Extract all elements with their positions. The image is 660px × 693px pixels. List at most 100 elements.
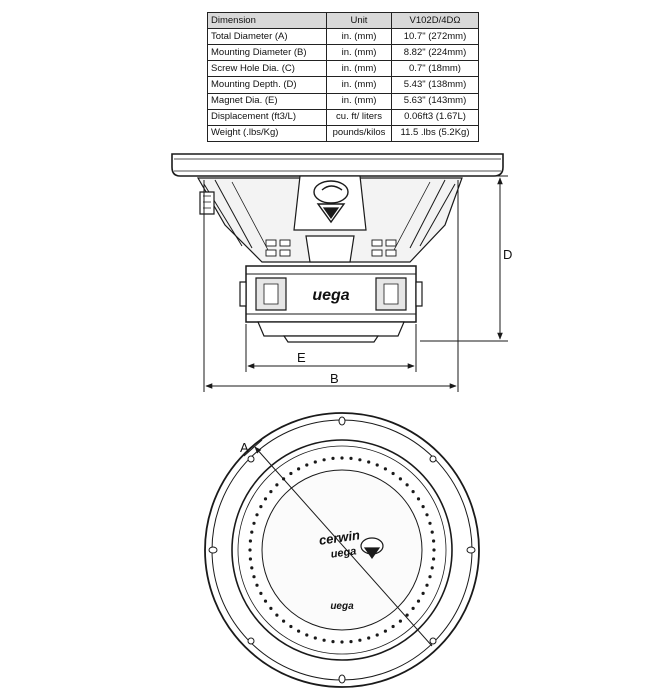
ring-dot	[269, 490, 273, 494]
ring-dot	[391, 471, 395, 476]
spec-row: Mounting Depth. (D) in. (mm) 5.43" (138m…	[207, 76, 479, 94]
ring-dot	[259, 505, 263, 509]
side-vents	[265, 239, 397, 257]
v-badge-icon	[360, 537, 384, 560]
ring-dot	[255, 583, 259, 587]
ring-dot	[263, 497, 268, 501]
top-view	[204, 412, 480, 688]
ring-dot	[305, 633, 309, 637]
ring-dot	[248, 539, 252, 543]
spec-value: 11.5 .lbs (5.2Kg)	[391, 124, 479, 143]
dimension-a-line	[254, 446, 433, 647]
ring-dot	[297, 629, 301, 633]
ring-dot	[398, 477, 402, 481]
ring-dot	[250, 530, 254, 534]
ring-dot	[269, 606, 273, 611]
spec-row: Weight (.lbs/Kg) pounds/kilos 11.5 .lbs …	[207, 124, 479, 143]
ring-dot	[322, 638, 326, 642]
ring-dot	[313, 636, 317, 640]
header-unit: Unit	[326, 12, 392, 29]
ring-dot	[252, 575, 256, 579]
ring-dot	[305, 463, 309, 467]
ring-dot	[421, 505, 425, 509]
header-dimension: Dimension	[207, 12, 327, 29]
side-backplate	[257, 321, 405, 337]
spec-row: Magnet Dia. (E) in. (mm) 5.63" (143mm)	[207, 92, 479, 110]
side-flange	[171, 153, 504, 177]
ring-dot	[375, 633, 379, 637]
ring-dot	[289, 624, 293, 629]
ring-dot	[275, 483, 279, 487]
ring-dot	[428, 521, 432, 525]
side-view	[171, 153, 504, 343]
ring-dot	[383, 467, 387, 471]
spec-value: 0.7" (18mm)	[391, 60, 479, 78]
ring-dot	[250, 566, 254, 570]
ring-dot	[367, 460, 371, 464]
ring-dot	[411, 490, 415, 494]
cone-logo-line2: uega	[330, 545, 357, 560]
ring-dot	[430, 530, 434, 534]
ring-dot	[398, 619, 402, 623]
v-badge-icon	[313, 180, 349, 224]
spec-row: Total Diameter (A) in. (mm) 10.7" (272mm…	[207, 27, 479, 46]
ring-dot	[349, 456, 353, 460]
ring-dot	[282, 619, 286, 623]
top-outer-frame	[204, 412, 480, 688]
ring-dot	[367, 636, 371, 640]
spec-row: Mounting Diameter (B) in. (mm) 8.82" (22…	[207, 44, 479, 62]
ring-dot	[421, 591, 425, 596]
ring-dot	[425, 513, 429, 517]
ring-dot	[322, 458, 326, 462]
spec-unit: pounds/kilos	[326, 124, 392, 143]
ring-dot	[349, 640, 353, 644]
ring-dot	[297, 467, 301, 471]
ring-dot	[259, 591, 263, 596]
ring-dot	[248, 557, 252, 561]
cone-logo-line1: cerwin	[318, 527, 361, 548]
dimension-e	[245, 324, 417, 372]
spec-table: Dimension Unit V102D/4DΩ Total Diameter …	[207, 12, 479, 143]
ring-dot	[405, 483, 409, 487]
ring-dot	[248, 548, 252, 552]
ring-dot	[331, 456, 335, 460]
top-dot-ring	[248, 456, 436, 644]
dimension-e-label: E	[297, 350, 306, 365]
ring-dot	[425, 583, 429, 587]
ring-dot	[430, 566, 434, 570]
cone-bottom-logo: uega	[330, 601, 354, 612]
ring-dot	[255, 513, 259, 517]
ring-dot	[383, 629, 387, 633]
ring-dot	[416, 599, 421, 603]
ring-dot	[432, 557, 436, 561]
side-terminal	[199, 191, 215, 215]
dimension-d	[420, 175, 508, 342]
ring-dot	[331, 640, 335, 644]
ring-dot	[275, 613, 279, 617]
dimension-d-label: D	[503, 247, 512, 262]
ring-dot	[391, 624, 395, 629]
ring-dot	[432, 548, 436, 552]
ring-dot	[432, 539, 436, 543]
top-surround	[231, 439, 453, 661]
dimension-b-label: B	[330, 371, 339, 386]
ring-dot	[340, 640, 344, 644]
ring-dot	[411, 606, 415, 611]
ring-dot	[375, 463, 379, 467]
dimension-a-label: A	[240, 440, 249, 455]
ring-dot	[358, 458, 362, 462]
ring-dot	[416, 497, 421, 501]
ring-dot	[289, 471, 293, 476]
ring-dot	[340, 456, 344, 460]
ring-dot	[313, 460, 317, 464]
ring-dot	[263, 599, 268, 603]
ring-dot	[358, 638, 362, 642]
side-logo: uega	[312, 287, 349, 304]
spec-row: Screw Hole Dia. (C) in. (mm) 0.7" (18mm)	[207, 60, 479, 78]
ring-dot	[252, 521, 256, 525]
dimension-b	[203, 180, 459, 392]
screw-holes	[208, 416, 476, 684]
ring-dot	[428, 575, 432, 579]
ring-dot	[405, 613, 409, 617]
